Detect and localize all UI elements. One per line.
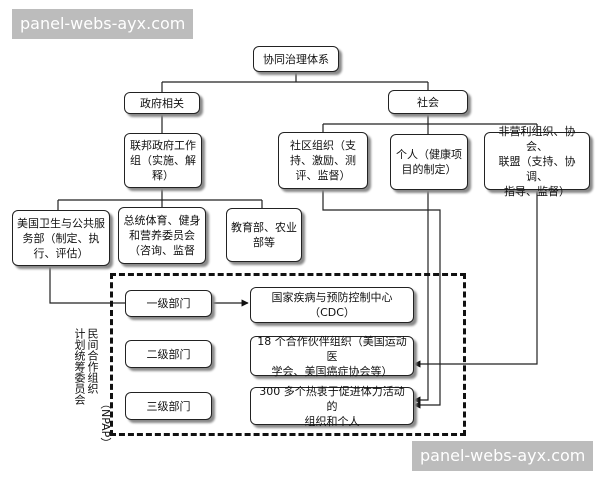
edu-node: 教育部、农业 部等 <box>226 208 302 262</box>
individual-node: 个人（健康项 目的制定） <box>390 134 468 190</box>
council-node: 总统体育、健身 和营养委员会 （咨询、监督 <box>118 207 206 264</box>
individual-line-1: 个人（健康项 <box>396 148 462 161</box>
federal-node: 联邦政府工作 组（实施、解 释） <box>124 133 202 188</box>
watermark-bottom: panel-webs-ayx.com <box>412 441 594 471</box>
hhs-node: 美国卫生与公共服 务部（制定、执 行、评估） <box>12 210 110 266</box>
community-line-2: 持、激励、测 <box>290 154 356 167</box>
cdc-line-1: 国家疾病与预防控制中心 <box>271 291 393 304</box>
level2-label: 二级部门 <box>146 347 191 361</box>
hhs-line-2: 务部（制定、执 <box>22 231 100 245</box>
society-node: 社会 <box>388 90 468 114</box>
npap-dashed-frame <box>110 273 466 436</box>
level1-label: 一级部门 <box>146 297 191 310</box>
partners-line-2: 学会、美国癌症协会等） <box>271 364 393 378</box>
edu-line-1: 教育部、农业 <box>231 221 297 234</box>
side-label-col-1: 民间合作组织 <box>86 328 99 394</box>
level3-label: 三级部门 <box>146 399 191 413</box>
federal-line-3: 释） <box>152 169 174 182</box>
nonprofit-line-1: 非营利组织、协会、 <box>498 124 576 153</box>
society-node-label: 社会 <box>417 95 439 109</box>
cdc-line-2: （CDC） <box>309 306 355 319</box>
gov-node-label: 政府相关 <box>140 96 184 110</box>
community-line-3: 评、监督） <box>295 169 351 182</box>
side-label-col-3: （NPAP） <box>99 398 112 449</box>
orgs300-line-1: 300 多个热衷于促进体力活动的 <box>259 384 405 413</box>
cdc-node: 国家疾病与预防控制中心 （CDC） <box>250 287 414 323</box>
council-line-1: 总统体育、健身 <box>123 214 201 227</box>
partners-node: 18 个合作伙伴组织（美国运动医 学会、美国癌症协会等） <box>250 334 414 378</box>
hhs-line-3: 行、评估） <box>33 246 89 260</box>
individual-line-2: 目的制定） <box>401 163 457 176</box>
side-label-col-2: 计划统筹委员会 <box>73 328 86 405</box>
community-line-1: 社区组织（支 <box>290 139 356 152</box>
orgs300-line-2: 组织和个人 <box>304 414 360 428</box>
council-line-3: （咨询、监督 <box>129 244 195 257</box>
level2-node: 二级部门 <box>125 340 212 368</box>
root-node: 协同治理体系 <box>253 46 339 72</box>
gov-node: 政府相关 <box>124 92 200 114</box>
level1-node: 一级部门 <box>125 290 212 317</box>
partners-line-1: 18 个合作伙伴组织（美国运动医 <box>257 334 407 363</box>
federal-line-2: 组（实施、解 <box>130 154 196 167</box>
federal-line-1: 联邦政府工作 <box>130 139 196 152</box>
level3-node: 三级部门 <box>125 392 212 420</box>
orgs300-node: 300 多个热衷于促进体力活动的 组织和个人 <box>250 384 414 428</box>
council-line-2: 和营养委员会 <box>129 229 195 242</box>
root-node-label: 协同治理体系 <box>263 52 329 66</box>
watermark-top: panel-webs-ayx.com <box>12 9 194 39</box>
hhs-line-1: 美国卫生与公共服 <box>17 216 105 230</box>
edu-line-2: 部等 <box>253 236 275 249</box>
nonprofit-line-2: 联盟（支持、协调、 <box>498 154 576 183</box>
nonprofit-node: 非营利组织、协会、 联盟（支持、协调、 指导、监督） <box>484 125 590 198</box>
community-node: 社区组织（支 持、激励、测 评、监督） <box>278 132 368 189</box>
nonprofit-line-3: 指导、监督） <box>504 184 570 198</box>
